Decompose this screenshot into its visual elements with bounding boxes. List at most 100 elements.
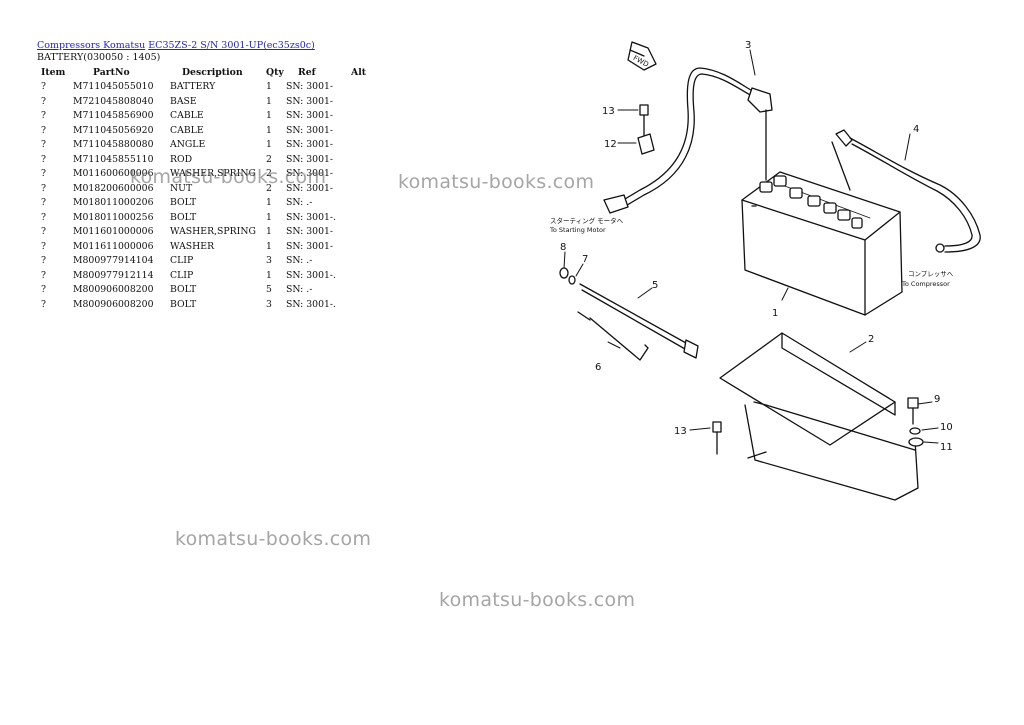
- callout-8: 8: [560, 242, 566, 253]
- cell-partno: M018011000206: [73, 197, 154, 208]
- cell-description: ANGLE: [170, 139, 206, 150]
- cell-partno: M721045808040: [73, 95, 154, 107]
- to-compressor-jp: コンプレッサへ: [908, 270, 954, 278]
- cell-item: ?: [41, 182, 46, 194]
- header-description: Description: [182, 66, 243, 78]
- cell-ref: SN: 3001-: [286, 153, 334, 165]
- cell-qty: 1: [266, 197, 272, 208]
- callout-13-top: 13: [602, 106, 615, 117]
- cell-partno: M711045855110: [73, 153, 154, 165]
- cell-alt: [351, 197, 371, 212]
- cable-3: [603, 67, 773, 214]
- cell-qty: 2: [266, 153, 272, 165]
- cell-description: CABLE: [170, 110, 204, 121]
- cell-partno: M018200600006: [73, 182, 154, 194]
- base-2: [719, 332, 919, 501]
- header-alt: Alt: [351, 66, 367, 78]
- cell-description: BOLT: [170, 211, 197, 223]
- callout-labels: 3 4 1 2 5 6 7 8 9 10 11 12 13 13: [560, 40, 953, 453]
- leader-lines: [563, 49, 939, 444]
- cell-item: ?: [41, 255, 46, 266]
- cell-ref: SN: 3001-: [286, 81, 334, 92]
- cell-qty: 1: [266, 269, 272, 281]
- bolt-9: [907, 397, 919, 425]
- cell-partno: M011611000006: [73, 240, 154, 252]
- cell-item: ?: [41, 284, 46, 295]
- cell-qty: 1: [266, 95, 272, 107]
- header-ref: Ref: [298, 66, 316, 78]
- washer-spring-10: [909, 427, 921, 435]
- callout-13-bottom: 13: [674, 426, 687, 437]
- cell-alt: [351, 110, 371, 125]
- cell-alt: [351, 255, 371, 270]
- cell-ref: SN: 3001-: [286, 139, 334, 150]
- callout-4: 4: [913, 124, 919, 135]
- header-qty: Qty: [266, 66, 284, 78]
- watermark: komatsu-books.com: [130, 166, 327, 188]
- battery-terminal-caps: [759, 175, 863, 229]
- cell-partno: M018011000256: [73, 211, 154, 223]
- cell-description: BOLT: [170, 284, 197, 295]
- cell-ref: SN: 3001-.: [286, 269, 337, 281]
- cell-alt: [351, 284, 371, 299]
- cell-qty: 1: [266, 124, 272, 136]
- cell-partno: M711045056920: [73, 124, 154, 136]
- watermark: komatsu-books.com: [398, 171, 595, 193]
- cell-item: ?: [41, 240, 46, 252]
- cell-item: ?: [41, 81, 46, 92]
- bolt-13-top: [639, 104, 649, 136]
- cell-description: CLIP: [170, 269, 194, 281]
- cell-item: ?: [41, 95, 46, 107]
- cell-alt: [351, 154, 371, 169]
- header-partno: PartNo: [93, 66, 130, 78]
- cell-qty: 3: [266, 298, 272, 310]
- cell-description: NUT: [170, 182, 193, 194]
- cell-ref: SN: 3001-.: [286, 211, 337, 223]
- breadcrumb: Compressors Komatsu EC35ZS-2 S/N 3001-UP…: [37, 40, 315, 51]
- cell-partno: M011601000006: [73, 226, 154, 237]
- cell-alt: [351, 125, 371, 140]
- callout-10: 10: [940, 422, 953, 433]
- table-header-row: Item PartNo Description Qty Ref Alt: [36, 66, 371, 81]
- cell-item: ?: [41, 124, 46, 136]
- cell-description: WASHER,SPRING: [170, 168, 256, 179]
- cell-qty: 1: [266, 139, 272, 150]
- cell-qty: 1: [266, 240, 272, 252]
- destination-labels: スターティング モータへ To Starting Motor コンプレッサへ T…: [549, 216, 954, 288]
- cell-alt: [351, 96, 371, 111]
- callout-3: 3: [745, 40, 751, 51]
- callout-11: 11: [940, 442, 953, 453]
- callout-6: 6: [595, 362, 601, 373]
- cell-description: WASHER,SPRING: [170, 226, 256, 237]
- cell-partno: M800977914104: [73, 255, 154, 266]
- cell-description: BATTERY: [170, 81, 216, 92]
- cell-item: ?: [41, 110, 46, 121]
- cell-item: ?: [41, 269, 46, 281]
- cell-alt: [351, 168, 371, 183]
- callout-5: 5: [652, 280, 658, 291]
- cell-ref: SN: 3001-.: [286, 298, 337, 310]
- page-subtitle: BATTERY(030050 : 1405): [37, 52, 161, 63]
- cell-partno: M011600600006: [73, 168, 154, 179]
- angle-12: [637, 133, 655, 155]
- rod-6: [577, 311, 649, 361]
- breadcrumb-link-model[interactable]: EC35ZS-2 S/N 3001-UP(ec35zs0c): [148, 40, 315, 51]
- callout-12: 12: [604, 139, 617, 150]
- cell-partno: M711045055010: [73, 81, 154, 92]
- cell-ref: SN: 3001-: [286, 182, 334, 194]
- cell-ref: SN: 3001-: [286, 240, 334, 252]
- cell-description: BASE: [170, 95, 197, 107]
- cell-ref: SN: 3001-: [286, 110, 334, 121]
- breadcrumb-link-compressors[interactable]: Compressors Komatsu: [37, 40, 146, 51]
- cell-qty: 1: [266, 81, 272, 92]
- cell-description: BOLT: [170, 298, 197, 310]
- cell-partno: M711045880080: [73, 139, 154, 150]
